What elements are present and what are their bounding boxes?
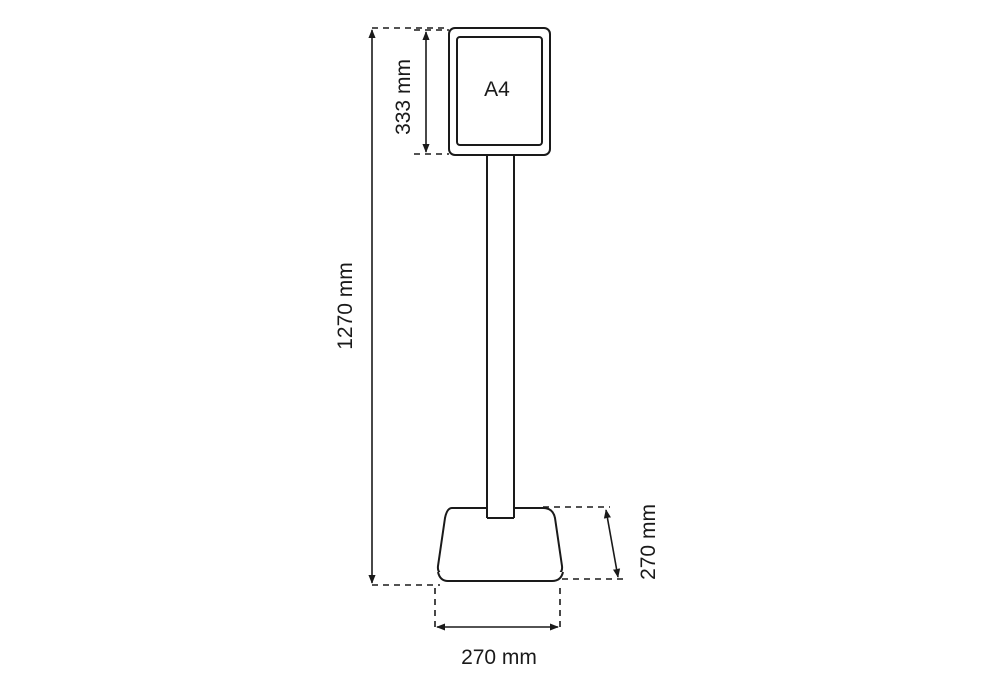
sign-frame: A4 <box>448 27 551 156</box>
base-width-label: 270 mm <box>461 646 537 669</box>
base-edge <box>437 571 564 582</box>
base-depth-label: 270 mm <box>637 504 660 580</box>
frame-height-dimension: 333 mm <box>392 29 449 155</box>
base-depth-dimension: 270 mm <box>543 504 660 580</box>
pole-joint <box>488 505 513 518</box>
total-height-label: 1270 mm <box>334 262 357 350</box>
stand-pole <box>486 154 515 519</box>
base-depth-arrow <box>603 509 621 578</box>
frame-height-label: 333 mm <box>392 59 415 135</box>
frame-size-label: A4 <box>484 78 510 101</box>
stand-base <box>436 505 564 582</box>
base-width-dimension: 270 mm <box>434 588 561 669</box>
total-height-dimension: 1270 mm <box>334 27 449 586</box>
frame-inner <box>456 36 543 146</box>
